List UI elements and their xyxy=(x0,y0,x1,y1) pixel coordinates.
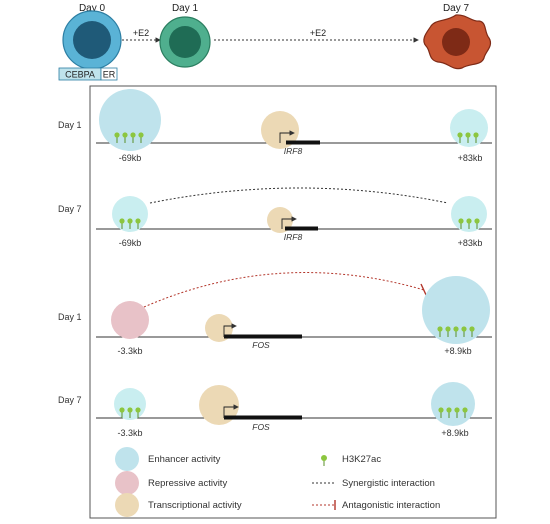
gene-body xyxy=(224,415,302,420)
right-position-label: +83kb xyxy=(458,238,483,248)
tss-arrow xyxy=(279,130,295,143)
h3k27ac-marks-left xyxy=(119,218,141,229)
h3k27ac-marks-right xyxy=(457,132,479,143)
legend-h3k27ac-label: H3K27ac xyxy=(342,454,381,465)
transition-label-1: +E2 xyxy=(133,28,149,38)
cebpa-label: CEBPA xyxy=(65,70,95,80)
enhancer-circle-right xyxy=(450,109,488,147)
gene-label: FOS xyxy=(252,422,270,432)
stage-label-day1: Day 1 xyxy=(172,3,199,14)
legend-enhancer-swatch xyxy=(115,447,139,471)
left-position-label: -3.3kb xyxy=(117,346,142,356)
day7-cell xyxy=(423,14,492,70)
legend-h3k27ac-icon xyxy=(321,455,327,466)
h3k27ac-marks-right xyxy=(437,326,475,337)
panel-fos-day1: Day 1 -3.3kb FOS +8.9kb xyxy=(58,272,492,356)
gene-body xyxy=(286,140,320,145)
gene-body xyxy=(224,334,302,339)
gene-label: FOS xyxy=(252,340,270,350)
synergistic-interaction-arc xyxy=(149,187,449,204)
legend-transcriptional-label: Transcriptional activity xyxy=(148,500,242,511)
h3k27ac-marks-left xyxy=(119,407,141,418)
left-position-label: -69kb xyxy=(119,238,142,248)
h3k27ac-marks-right xyxy=(438,407,468,418)
left-position-label: -69kb xyxy=(119,153,142,163)
right-position-label: +8.9kb xyxy=(444,346,471,356)
gene-label: IRF8 xyxy=(284,146,303,156)
day1-cell xyxy=(159,16,211,68)
panel-day-label: Day 1 xyxy=(58,312,82,322)
antagonistic-interaction-arc xyxy=(143,272,425,308)
timeline: Day 0 CEBPA ER +E2 Day 1 +E2 Day 7 xyxy=(58,3,492,81)
right-position-label: +83kb xyxy=(458,153,483,163)
transcription-circle xyxy=(261,111,299,149)
panel-day-label: Day 1 xyxy=(58,120,82,130)
legend-antagonistic-label: Antagonistic interaction xyxy=(342,500,440,511)
panel-fos-day7: Day 7 -3.3kb FOS +8.9kb xyxy=(58,382,492,438)
h3k27ac-marks-left xyxy=(114,132,144,143)
cebpa-er-construct: CEBPA ER xyxy=(58,67,118,81)
legend-synergistic-label: Synergistic interaction xyxy=(342,478,435,489)
transcription-circle xyxy=(199,385,239,425)
legend-enhancer-label: Enhancer activity xyxy=(148,454,221,465)
gene-label: IRF8 xyxy=(284,232,303,242)
day0-cell xyxy=(62,10,122,70)
legend-repressive-label: Repressive activity xyxy=(148,478,227,489)
transition-label-2: +E2 xyxy=(310,28,326,38)
tss-arrow xyxy=(223,323,237,337)
panel-day-label: Day 7 xyxy=(58,204,82,214)
er-label: ER xyxy=(103,70,116,80)
h3k27ac-marks-right xyxy=(458,218,480,229)
gene-body xyxy=(285,226,318,231)
enhancer-circle-right xyxy=(431,382,475,426)
panel-irf8-day1: Day 1 -69kb IRF8 +83kb xyxy=(58,89,492,163)
main-frame xyxy=(89,85,497,519)
stage-label-day7: Day 7 xyxy=(443,3,470,14)
repressive-circle xyxy=(111,301,149,339)
legend-repressive-swatch xyxy=(115,471,139,495)
legend: Enhancer activity Repressive activity Tr… xyxy=(115,447,440,517)
tss-arrow xyxy=(223,404,239,418)
panel-day-label: Day 7 xyxy=(58,395,82,405)
left-position-label: -3.3kb xyxy=(117,428,142,438)
legend-transcriptional-swatch xyxy=(115,493,139,517)
right-position-label: +8.9kb xyxy=(441,428,468,438)
panel-irf8-day7: Day 7 -69kb IRF8 +83kb xyxy=(58,187,492,248)
enhancer-circle-left xyxy=(99,89,161,151)
stage-label-day0: Day 0 xyxy=(79,3,106,14)
tss-arrow xyxy=(281,216,297,229)
